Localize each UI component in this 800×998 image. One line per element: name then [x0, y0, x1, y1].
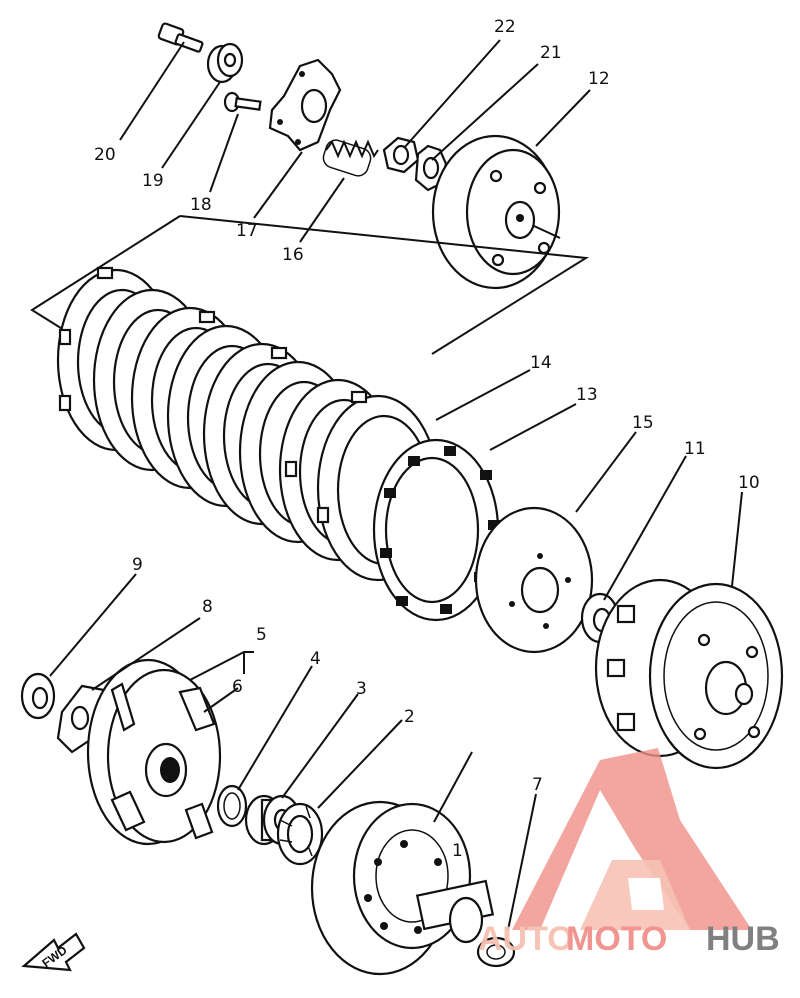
callout-4: 4 [310, 649, 321, 669]
callout-12: 12 [588, 69, 610, 89]
part-17-bracket [268, 58, 342, 152]
callout-11: 11 [684, 439, 706, 459]
part-2-needle-bearing [276, 802, 324, 866]
part-19-collar [206, 42, 244, 84]
part-22-nut [382, 136, 420, 174]
watermark-auto: AUTO [478, 920, 574, 958]
callout-16: 16 [282, 245, 304, 265]
plate-group-bracket [30, 215, 590, 355]
callout-3: 3 [356, 679, 367, 699]
watermark-moto: MOTO [566, 920, 667, 958]
callout-15: 15 [632, 413, 654, 433]
part-20-bolt [157, 22, 204, 53]
part-9-washer [20, 672, 56, 720]
automotohub-watermark: AUTO MOTO HUB [478, 748, 780, 958]
callout-labels: 1 2 3 4 5 6 7 8 9 10 11 12 13 14 15 16 1… [94, 17, 760, 861]
callout-21: 21 [540, 43, 562, 63]
part-4-circlip [216, 784, 248, 828]
fwd-direction-arrow: FWD [21, 932, 86, 972]
part-16-spring [322, 139, 379, 177]
part-1-clutch-housing [310, 800, 495, 976]
callout-1: 1 [452, 841, 463, 861]
part-7-washer [476, 936, 516, 968]
callout-20: 20 [94, 145, 116, 165]
callout-6: 6 [232, 677, 243, 697]
callout-18: 18 [190, 195, 212, 215]
callout-22: 22 [494, 17, 516, 37]
callout-5: 5 [256, 625, 267, 645]
part-15-plate [474, 506, 594, 654]
callout-10: 10 [738, 473, 760, 493]
callout-14: 14 [530, 353, 552, 373]
callout-7: 7 [532, 775, 543, 795]
callout-19: 19 [142, 171, 164, 191]
part-10-primary-driven-gear [594, 578, 784, 770]
callout-8: 8 [202, 597, 213, 617]
part-18-screw [223, 91, 262, 113]
part-12-pressure-plate [431, 134, 561, 290]
part-5-6-centrifugal-clutch [86, 658, 222, 846]
clutch-plate-stack [56, 266, 440, 582]
watermark-hub: HUB [706, 920, 780, 958]
callout-13: 13 [576, 385, 598, 405]
callout-2: 2 [404, 707, 415, 727]
callout-17: 17 [236, 221, 258, 241]
part-13-clutch-boss [372, 438, 500, 622]
callout-9: 9 [132, 555, 143, 575]
leader-lines [49, 39, 743, 931]
